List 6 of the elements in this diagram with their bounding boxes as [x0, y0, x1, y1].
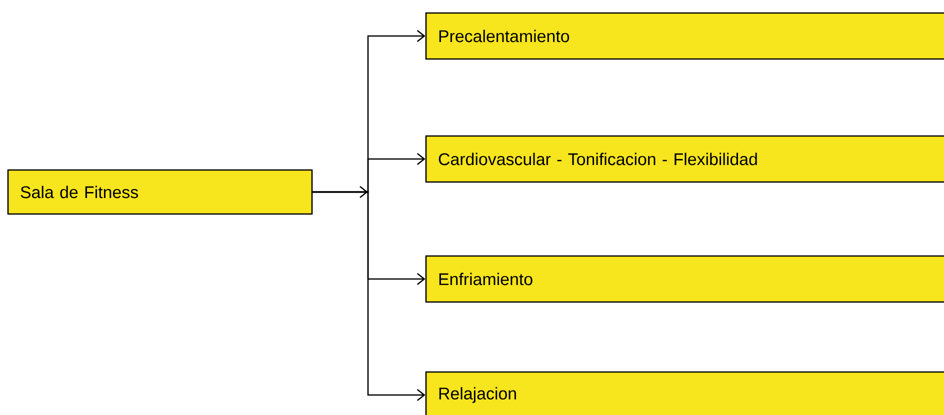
arrow: [312, 186, 368, 198]
process-box: Cardiovascular - Tonificacion - Flexibilidad: [425, 135, 944, 183]
process-box: Sala de Fitness: [7, 169, 313, 215]
process-box: Relajacion: [425, 371, 944, 415]
process-box: Precalentamiento: [425, 12, 944, 60]
process-box: Enfriamiento: [425, 255, 944, 303]
